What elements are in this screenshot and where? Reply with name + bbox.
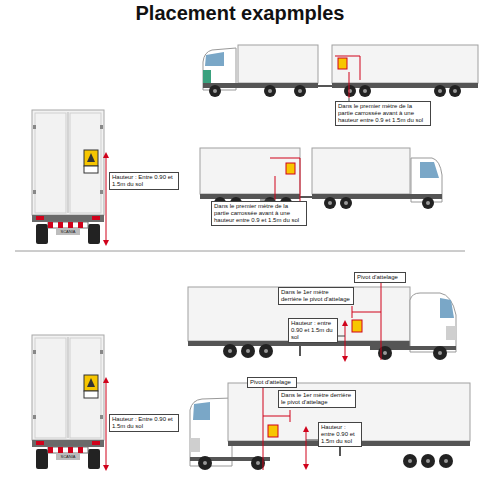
callout-box: Dans le 1er mètre derrière le pivot d'at… (278, 390, 356, 408)
callout-text: Dans le premier mètre de la partie carro… (338, 103, 428, 124)
brand-plate: SCANIA (56, 455, 80, 459)
callout-box: Hauteur : Entre 0.90 et 1.5m du sol (109, 172, 179, 190)
callout-text: Hauteur : Entre 0.90 et 1.5m du sol (112, 174, 176, 188)
brand-plate: SCANIA (56, 230, 80, 234)
callout-text: Dans le premier mètre de la partie carro… (214, 203, 304, 224)
callout-box: Hauteur : Entre 0.90 et 1.5m du sol (109, 414, 179, 432)
callout-text: Dans le 1er mètre derrière le pivot d'at… (281, 289, 351, 303)
callout-text: Pivot d'attelage (357, 274, 403, 281)
callout-text: Pivot d'attelage (250, 379, 294, 386)
callout-box: Dans le premier mètre de la partie carro… (335, 101, 431, 126)
callout-text: Hauteur : Entre 0.90 et 1.5m du sol (112, 416, 176, 430)
callout-text: Hauteur : entre 0.90 et 1.5m du sol (291, 320, 335, 341)
callout-text: Hauteur : entre 0.90 et 1.5m du sol (321, 424, 359, 445)
callout-box: Hauteur : entre 0.90 et 1.5m du sol (288, 318, 338, 343)
callout-text: Dans le 1er mètre derrière le pivot d'at… (281, 392, 353, 406)
callout-box: Dans le premier mètre de la partie carro… (211, 201, 307, 226)
callout-box: Pivot d'attelage (247, 377, 297, 388)
callout-box: Pivot d'attelage (354, 272, 406, 283)
callout-box: Dans le 1er mètre derrière le pivot d'at… (278, 287, 354, 305)
page-title: Placement exapmples (0, 2, 480, 25)
callout-box: Hauteur : entre 0.90 et 1.5m du sol (318, 422, 362, 447)
